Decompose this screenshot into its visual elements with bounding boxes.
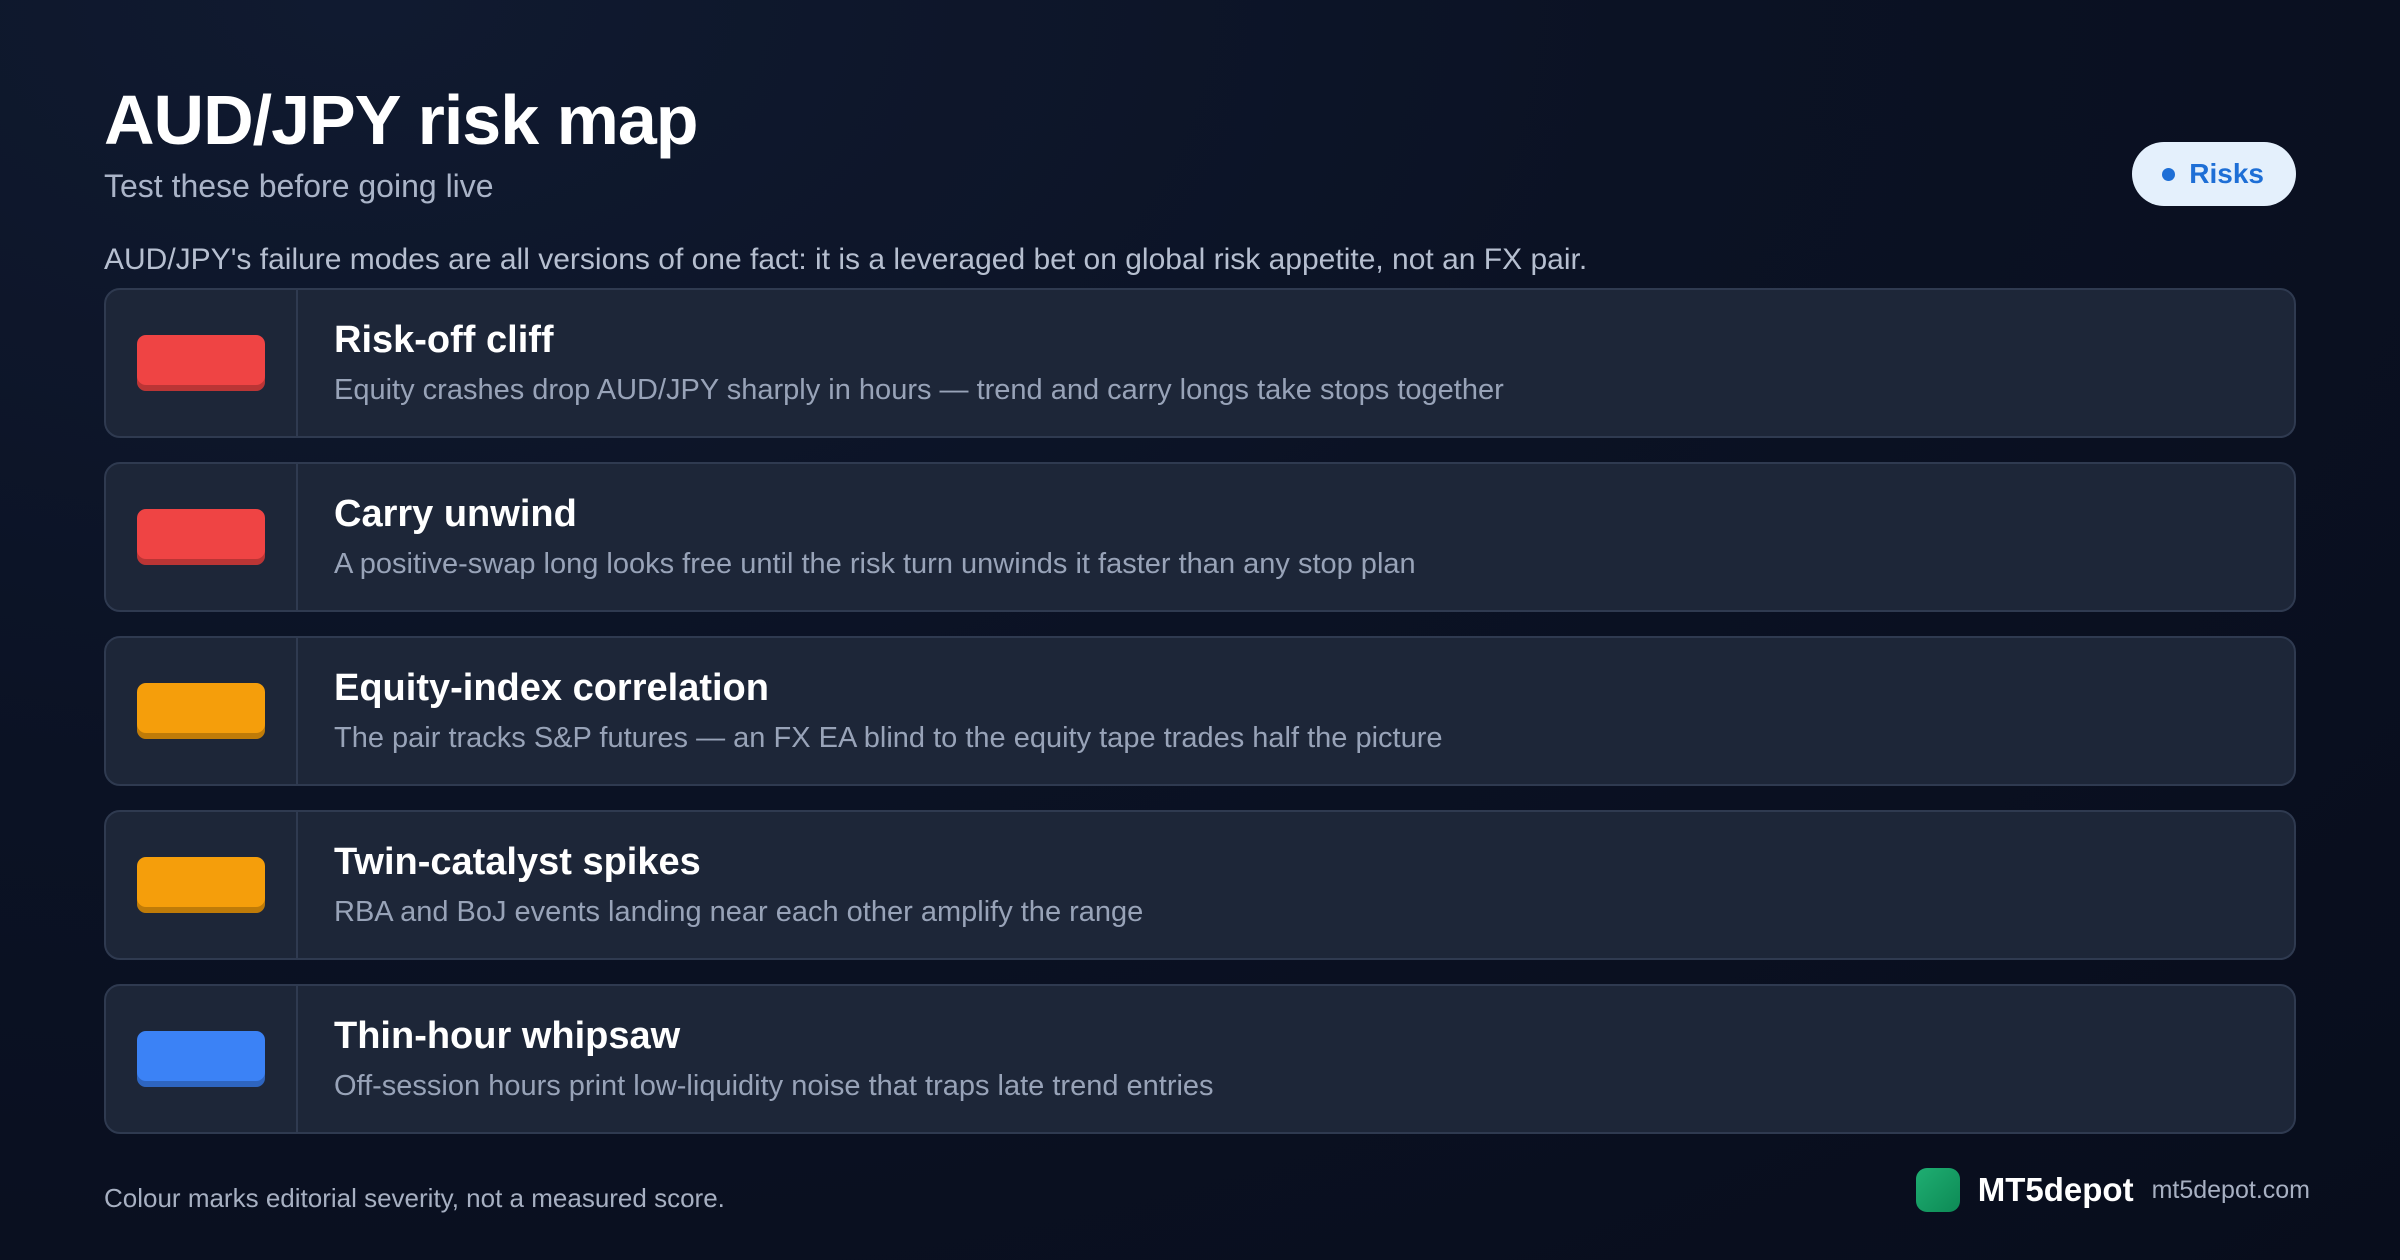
risk-text: Twin-catalyst spikes RBA and BoJ events … bbox=[298, 812, 1143, 958]
risks-badge: Risks bbox=[2132, 142, 2296, 206]
risk-description: Equity crashes drop AUD/JPY sharply in h… bbox=[334, 374, 1504, 406]
severity-swatch bbox=[137, 509, 265, 565]
risk-card: Equity-index correlation The pair tracks… bbox=[104, 636, 2296, 786]
badge-label: Risks bbox=[2189, 158, 2264, 189]
badge-dot-icon bbox=[2162, 167, 2176, 181]
risk-card: Twin-catalyst spikes RBA and BoJ events … bbox=[104, 810, 2296, 960]
risk-list: Risk-off cliff Equity crashes drop AUD/J… bbox=[104, 288, 2296, 1134]
risk-title: Carry unwind bbox=[334, 493, 577, 535]
page-title: AUD/JPY risk map bbox=[104, 81, 699, 159]
brand-url: mt5depot.com bbox=[2151, 1175, 2310, 1204]
risk-text: Thin-hour whipsaw Off-session hours prin… bbox=[298, 986, 1214, 1132]
severity-swatch bbox=[137, 1031, 265, 1087]
risk-text: Equity-index correlation The pair tracks… bbox=[298, 638, 1443, 784]
severity-swatch bbox=[137, 335, 265, 391]
footnote: Colour marks editorial severity, not a m… bbox=[104, 1183, 725, 1213]
intro-text: AUD/JPY's failure modes are all versions… bbox=[104, 243, 1588, 276]
risk-title: Risk-off cliff bbox=[334, 319, 554, 361]
risk-title: Thin-hour whipsaw bbox=[334, 1015, 681, 1057]
risk-card: Carry unwind A positive-swap long looks … bbox=[104, 462, 2296, 612]
page-subtitle: Test these before going live bbox=[104, 168, 494, 204]
risk-description: A positive-swap long looks free until th… bbox=[334, 548, 1416, 580]
severity-cell bbox=[106, 290, 298, 436]
risk-card: Thin-hour whipsaw Off-session hours prin… bbox=[104, 984, 2296, 1134]
severity-cell bbox=[106, 986, 298, 1132]
risk-description: RBA and BoJ events landing near each oth… bbox=[334, 896, 1144, 928]
severity-swatch bbox=[137, 857, 265, 913]
risk-description: The pair tracks S&P futures — an FX EA b… bbox=[334, 722, 1443, 754]
risk-card: Risk-off cliff Equity crashes drop AUD/J… bbox=[104, 288, 2296, 438]
severity-cell bbox=[106, 638, 298, 784]
risk-text: Carry unwind A positive-swap long looks … bbox=[298, 464, 1416, 610]
severity-cell bbox=[106, 812, 298, 958]
brand-logo-icon bbox=[1915, 1168, 1960, 1212]
header: AUD/JPY risk map Test these before going… bbox=[104, 78, 699, 206]
brand: MT5depot mt5depot.com bbox=[1915, 1168, 2310, 1212]
risk-title: Twin-catalyst spikes bbox=[334, 841, 701, 883]
severity-swatch bbox=[137, 683, 265, 739]
risk-title: Equity-index correlation bbox=[334, 667, 769, 709]
risk-text: Risk-off cliff Equity crashes drop AUD/J… bbox=[298, 290, 1504, 436]
risk-description: Off-session hours print low-liquidity no… bbox=[334, 1070, 1214, 1102]
brand-name: MT5depot bbox=[1977, 1171, 2134, 1208]
severity-cell bbox=[106, 464, 298, 610]
